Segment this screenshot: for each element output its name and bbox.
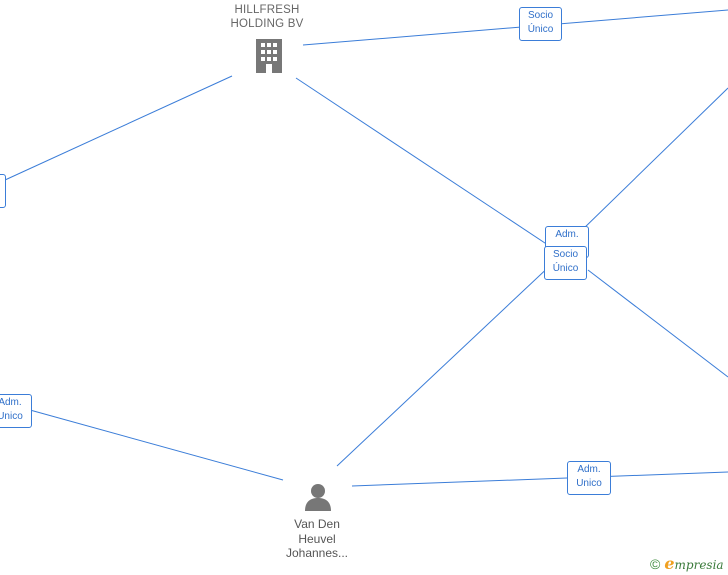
person-name-line2: Heuvel (298, 531, 336, 546)
copyright-symbol: © (650, 556, 661, 572)
person-name-line3: Johannes... (285, 546, 349, 560)
left-node-box[interactable] (0, 174, 6, 208)
brand-initial: e (664, 554, 675, 573)
building-icon[interactable] (254, 38, 284, 74)
edge-label-line2: Unico (0, 411, 23, 422)
edge-person-to-left (29, 409, 284, 481)
brand-rest: mpresia (674, 558, 724, 572)
company-name-line1: HILLFRESH (234, 4, 300, 16)
edge-label-line2: Unico (576, 478, 602, 489)
company-name-line2: HOLDING BV (230, 18, 304, 30)
edge-label-line1: Adm. (577, 464, 601, 475)
edge-label-line2: Único (552, 263, 579, 274)
edge-label-adm-unico-bottom[interactable]: Adm. Unico (567, 461, 611, 495)
edge-company-to-center (295, 77, 561, 254)
edge-center-to-right (587, 269, 728, 378)
empresia-watermark[interactable]: © empresia (650, 554, 724, 574)
person-icon[interactable] (303, 482, 333, 512)
edge-label-line1: Adm. (0, 397, 22, 408)
edge-label-socio-unico-top[interactable]: Socio Único (519, 7, 562, 41)
edge-label-line2: Único (527, 24, 554, 35)
edge-label-line1: Socio (527, 10, 553, 21)
person-name[interactable]: Van Den Heuvel Johannes... (262, 517, 372, 561)
edge-center-to-top-right (579, 87, 728, 233)
edge-person-to-right (351, 471, 728, 487)
edge-company-to-left (4, 75, 233, 181)
company-name[interactable]: HILLFRESH HOLDING BV (207, 3, 327, 31)
edge-label-line1: Socio (552, 249, 578, 260)
edge-label-line1: Adm. (555, 229, 579, 240)
edge-label-adm-unico-left[interactable]: Adm. Unico (0, 394, 32, 428)
empresia-logo: empresia (664, 554, 723, 574)
edge-person-to-center (336, 261, 555, 467)
edge-label-socio-unico-center[interactable]: Socio Único (544, 246, 587, 280)
edge-company-to-top-right (302, 9, 728, 46)
person-name-line1: Van Den (294, 517, 340, 531)
